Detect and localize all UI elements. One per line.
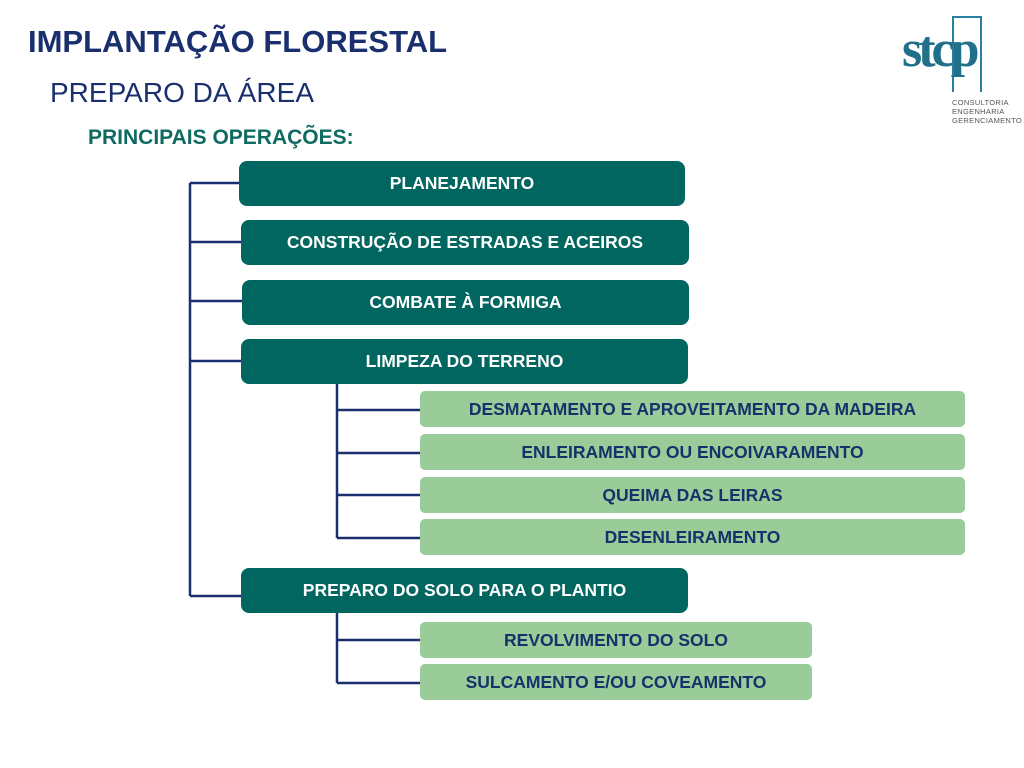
op-planejamento: PLANEJAMENTO [239,161,685,206]
logo-line-1: CONSULTORIA [952,98,1009,107]
section-heading: PRINCIPAIS OPERAÇÕES: [88,126,354,149]
op-preparo-solo: PREPARO DO SOLO PARA O PLANTIO [241,568,688,613]
logo-line-3: GERENCIAMENTO [952,116,1023,125]
logo-mark: stcp [902,21,980,78]
sub-enleiramento: ENLEIRAMENTO OU ENCOIVARAMENTO [420,434,965,470]
sub-sulcamento-coveamento: SULCAMENTO E/OU COVEAMENTO [420,664,812,700]
op-combate-formiga: COMBATE À FORMIGA [242,280,689,325]
logo-tagline: CONSULTORIA ENGENHARIA GERENCIAMENTO [952,98,1022,125]
sub-revolvimento-solo: REVOLVIMENTO DO SOLO [420,622,812,658]
logo-frame [952,16,982,92]
op-construcao-estradas: CONSTRUÇÃO DE ESTRADAS E ACEIROS [241,220,689,265]
sub-desmatamento: DESMATAMENTO E APROVEITAMENTO DA MADEIRA [420,391,965,427]
page-subtitle: PREPARO DA ÁREA [50,77,315,108]
page-title: IMPLANTAÇÃO FLORESTAL [28,24,448,59]
op-limpeza-terreno: LIMPEZA DO TERRENO [241,339,688,384]
sub-queima-leiras: QUEIMA DAS LEIRAS [420,477,965,513]
stcp-logo: stcp CONSULTORIA ENGENHARIA GERENCIAMENT… [900,14,1022,126]
sub-desenleiramento: DESENLEIRAMENTO [420,519,965,555]
logo-line-2: ENGENHARIA [952,107,1005,116]
